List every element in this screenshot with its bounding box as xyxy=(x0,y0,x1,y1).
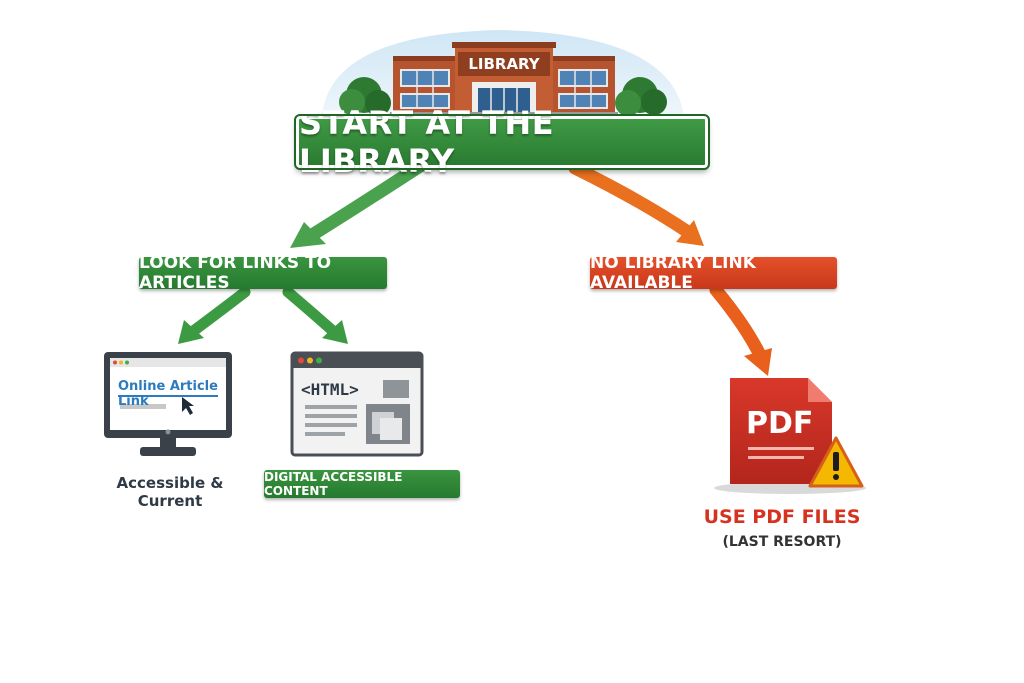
pdf-icon-text: PDF xyxy=(746,406,814,441)
arrow-to-html xyxy=(282,286,348,344)
html-tag-text: <HTML> xyxy=(301,380,359,399)
look-for-links-label: LOOK FOR LINKS TO ARTICLES xyxy=(139,253,387,293)
arrow-to-monitor xyxy=(178,286,251,344)
monitor-icon xyxy=(104,352,232,456)
monitor-caption: Accessible & Current xyxy=(116,474,224,510)
start-banner: START AT THE LIBRARY xyxy=(294,104,710,180)
last-resort-label: (LAST RESORT) xyxy=(722,534,842,550)
warning-icon xyxy=(808,436,864,488)
arrow-to-no-link xyxy=(568,161,704,246)
use-pdf-files-label: USE PDF FILES xyxy=(703,506,861,528)
digital-accessible-content-label: DIGITAL ACCESSIBLE CONTENT xyxy=(264,470,460,498)
html-browser-icon xyxy=(290,351,424,457)
library-sign: LIBRARY xyxy=(468,55,540,73)
no-library-link-label: NO LIBRARY LINK AVAILABLE xyxy=(590,253,837,293)
arrow-to-links xyxy=(290,159,427,248)
arrow-to-pdf xyxy=(709,283,772,376)
library-building-icon xyxy=(339,42,667,116)
online-article-link: Online Article Link xyxy=(118,379,218,409)
